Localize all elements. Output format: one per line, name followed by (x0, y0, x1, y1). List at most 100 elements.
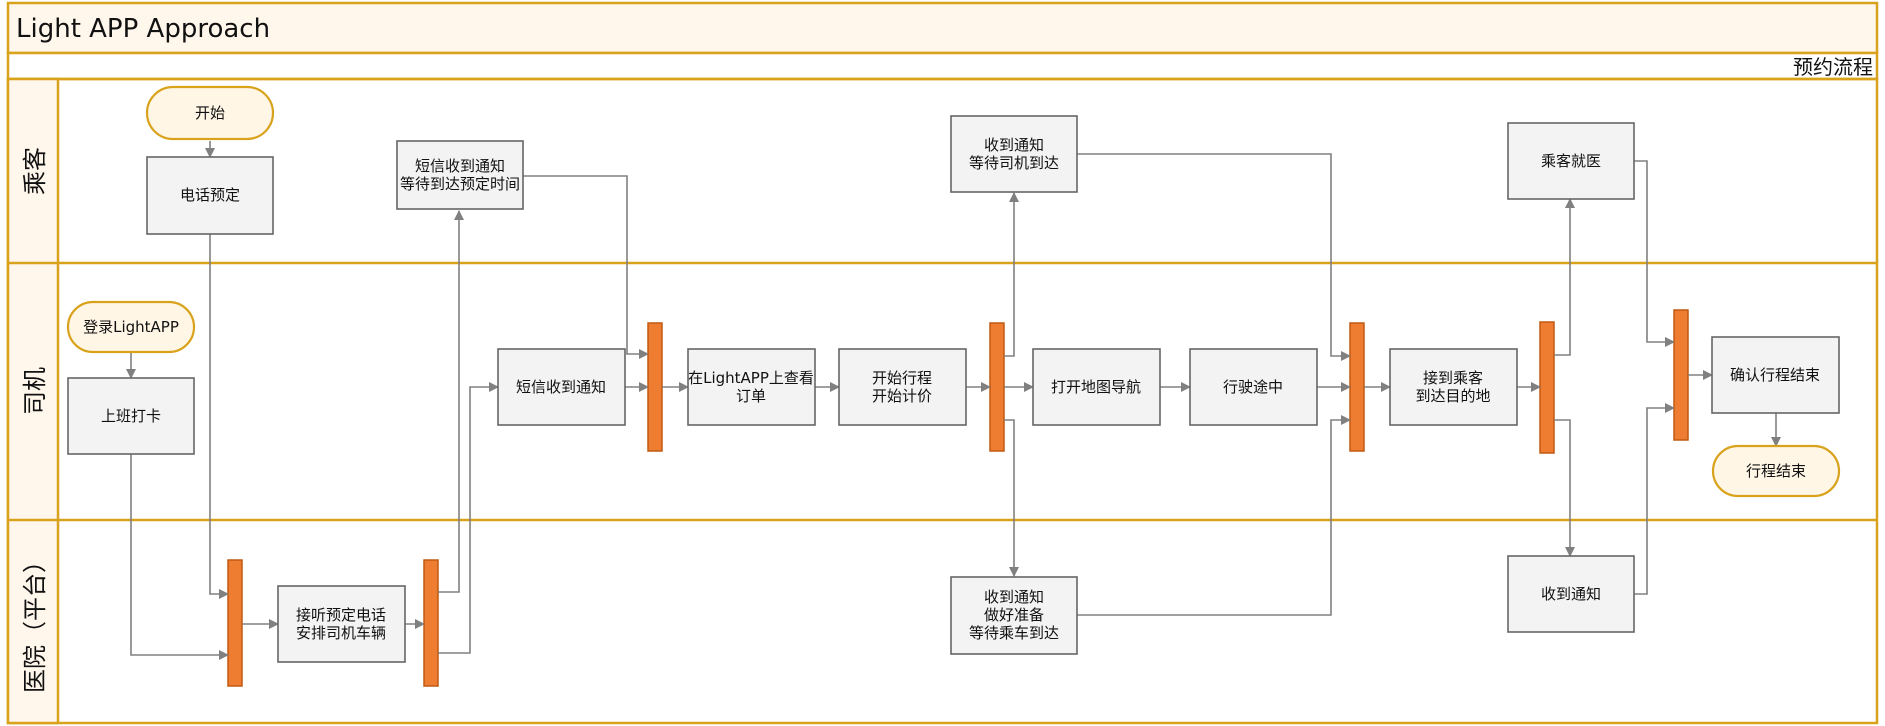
node-label-line: 短信收到通知 (516, 378, 606, 396)
edge (1554, 198, 1575, 356)
lane-label-driver: 司机 (21, 367, 49, 415)
node-label-line: 收到通知 (984, 588, 1044, 606)
lane-label-platform: 医院（平台） (21, 549, 49, 693)
node-login-app: 登录LightAPP (66, 300, 196, 354)
node-label: 收到通知等待司机到达 (969, 136, 1059, 172)
sync-bar (1539, 321, 1555, 454)
terminal-shape (66, 300, 196, 354)
terminal-shape (145, 85, 275, 141)
title-bar (6, 1, 1879, 55)
connectors (126, 141, 1781, 660)
process-shape (1032, 348, 1161, 426)
node-sms-wait: 短信收到通知等待到达预定时间 (396, 140, 524, 210)
process-shape (396, 140, 524, 210)
process-shape (146, 156, 274, 235)
node-label: 在LightAPP上查看订单 (688, 369, 814, 405)
node-label-line: 做好准备 (984, 606, 1044, 624)
node-label: 乘客就医 (1541, 152, 1601, 170)
node-label: 收到通知做好准备等待乘车到达 (969, 588, 1059, 642)
node-passenger-seek-care: 乘客就医 (1507, 122, 1635, 200)
node-label-line: 确认行程结束 (1730, 366, 1820, 384)
node-label: 登录LightAPP (83, 318, 179, 336)
node-confirm-end: 确认行程结束 (1711, 336, 1840, 414)
node-platform-prepare: 收到通知做好准备等待乘车到达 (950, 576, 1078, 655)
node-label-line: 等待到达预定时间 (400, 175, 520, 193)
node-label: 接到乘客到达目的地 (1415, 369, 1490, 405)
node-label-line: 收到通知 (984, 136, 1044, 154)
edge (438, 210, 464, 593)
node-driving: 行驶途中 (1189, 348, 1318, 426)
node-label-line: 安排司机车辆 (296, 624, 386, 642)
node-label-line: 乘客就医 (1541, 152, 1601, 170)
process-shape (497, 348, 626, 426)
node-start-trip: 开始行程开始计价 (838, 348, 967, 426)
edge (523, 175, 649, 359)
node-label: 短信收到通知等待到达预定时间 (400, 157, 520, 193)
node-pickup: 接到乘客到达目的地 (1389, 348, 1518, 426)
subtitle-bar (6, 51, 1879, 81)
node-trip-end: 行程结束 (1711, 444, 1841, 498)
edge (438, 382, 499, 654)
node-label-line: 行程结束 (1746, 462, 1806, 480)
node-platform-notify: 收到通知 (1507, 555, 1635, 633)
node-clock-in: 上班打卡 (67, 377, 195, 455)
node-label: 接听预定电话安排司机车辆 (296, 606, 386, 642)
node-label-line: 等待司机到达 (969, 154, 1059, 172)
sync-bar (647, 322, 663, 452)
node-label: 打开地图导航 (1051, 378, 1141, 396)
process-shape (838, 348, 967, 426)
edge (1077, 153, 1351, 361)
node-label-line: 电话预定 (180, 186, 240, 204)
node-phone-booking: 电话预定 (146, 156, 274, 235)
diagram-subtitle: 预约流程 (1793, 55, 1873, 79)
lane-label-passenger: 乘客 (21, 147, 49, 195)
node-label: 上班打卡 (101, 407, 161, 425)
lane-header-column (6, 77, 60, 725)
node-label-line: 收到通知 (1541, 585, 1601, 603)
node-label: 行驶途中 (1223, 378, 1283, 396)
edge (1077, 415, 1351, 616)
node-label-line: 开始计价 (872, 387, 932, 405)
edge (1004, 192, 1019, 357)
edge (1004, 419, 1019, 577)
node-label-line: 打开地图导航 (1051, 378, 1141, 396)
node-label: 确认行程结束 (1730, 366, 1820, 384)
node-label-line: 接听预定电话 (296, 606, 386, 624)
node-label: 开始 (195, 104, 225, 122)
node-label: 短信收到通知 (516, 378, 606, 396)
sync-bar (227, 559, 243, 687)
edge (209, 234, 229, 599)
process-shape (950, 115, 1078, 193)
node-label-line: 等待乘车到达 (969, 624, 1059, 642)
process-shape (1711, 336, 1840, 414)
process-shape (950, 576, 1078, 655)
sync-bar (423, 559, 439, 687)
node-start: 开始 (145, 85, 275, 141)
node-answer-call: 接听预定电话安排司机车辆 (277, 585, 406, 663)
diagram-title: Light APP Approach (16, 14, 270, 44)
node-label: 行程结束 (1746, 462, 1806, 480)
process-shape (1507, 122, 1635, 200)
process-shape (277, 585, 406, 663)
node-label-line: 在LightAPP上查看 (688, 369, 814, 387)
node-label: 电话预定 (180, 186, 240, 204)
node-label-line: 订单 (736, 387, 766, 405)
node-label-line: 开始 (195, 104, 225, 122)
node-driver-sms: 短信收到通知 (497, 348, 626, 426)
node-label-line: 短信收到通知 (415, 157, 505, 175)
sync-bar (1349, 322, 1365, 452)
node-label-line: 开始行程 (872, 369, 932, 387)
process-shape (1189, 348, 1318, 426)
edge (1634, 403, 1675, 595)
process-shape (67, 377, 195, 455)
process-shape (1507, 555, 1635, 633)
process-shape (1389, 348, 1518, 426)
node-view-order: 在LightAPP上查看订单 (687, 348, 816, 426)
node-open-nav: 打开地图导航 (1032, 348, 1161, 426)
sync-bar (1673, 309, 1689, 441)
node-label-line: 行驶途中 (1223, 378, 1283, 396)
node-label-line: 接到乘客 (1423, 369, 1483, 387)
node-label: 开始行程开始计价 (872, 369, 932, 405)
node-label: 收到通知 (1541, 585, 1601, 603)
